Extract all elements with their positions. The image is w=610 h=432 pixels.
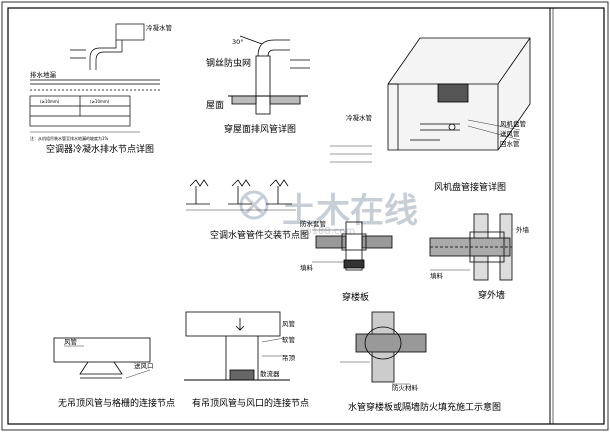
detail-roof-duct — [228, 35, 310, 115]
ahu-label-4: 冷凝水管 — [346, 113, 373, 122]
ahu-caption: 风机盘管接管详图 — [434, 181, 506, 193]
condensate-note: 注：从机组吊装水管至排水地漏的坡度为1% — [30, 135, 109, 141]
detail-pipe-cross — [186, 179, 296, 211]
roof-duct-label-3: 屋面 — [206, 100, 224, 111]
ahu-label-1: 风机盘管 — [500, 119, 527, 128]
roof-duct-label-1: 30° — [232, 38, 244, 46]
ceiling-outlet-label-2: 软管 — [282, 335, 296, 344]
condensate-label-4: (≥10mm) — [90, 99, 110, 104]
detail-ceiling-duct — [53, 337, 151, 379]
pipe-cross-caption: 空调水管管件交装节点图 — [210, 229, 309, 241]
watermark-sub: co188.com — [300, 226, 355, 237]
ceiling-outlet-label-1: 风管 — [282, 319, 296, 328]
ceiling-outlet-label-3: 吊顶 — [282, 354, 296, 362]
detail-floor-slab — [312, 221, 393, 271]
detail-fire-wall — [340, 311, 427, 385]
roof-duct-caption: 穿屋面排风管详图 — [224, 123, 296, 135]
detail-ceiling-outlet — [184, 311, 290, 381]
condensate-label-3: (≥10mm) — [40, 99, 60, 104]
watermark: 土木在线 co188.com — [239, 190, 418, 237]
roof-duct-label-2: 钢丝防虫网 — [206, 57, 251, 69]
floor-slab-label-1: 防水套管 — [300, 219, 327, 228]
ext-wall-caption: 穿外墙 — [478, 289, 505, 301]
detail-ahu — [330, 37, 531, 163]
detail-condensate — [29, 23, 160, 133]
condensate-label-2: 排水地漏 — [30, 70, 57, 79]
floor-slab-label-2: 填料 — [300, 263, 314, 272]
condensate-label-1: 冷凝水管 — [146, 23, 173, 32]
floor-slab-caption: 穿楼板 — [342, 291, 369, 303]
condensate-caption: 空调器冷凝水排水节点详图 — [46, 143, 154, 155]
ahu-label-3: 回水管 — [500, 139, 520, 148]
watermark-main: 土木在线 — [282, 191, 418, 231]
ahu-label-2: 送风管 — [500, 129, 520, 138]
ext-wall-label-1: 外墙 — [516, 225, 530, 234]
ceiling-outlet-label-4: 散流器 — [260, 369, 280, 378]
fire-wall-caption: 水管穿楼板或隔墙防火填充施工示意图 — [348, 401, 501, 413]
ceiling-outlet-caption: 有吊顶风管与风口的连接节点 — [192, 397, 309, 409]
fire-wall-label-1: 防火材料 — [392, 383, 419, 392]
ext-wall-label-2: 填料 — [430, 271, 444, 280]
ceiling-duct-label-2: 送风口 — [134, 361, 154, 370]
ceiling-duct-caption: 无吊顶风管与格栅的连接节点 — [58, 397, 175, 409]
detail-ext-wall — [429, 213, 513, 281]
ceiling-duct-label-1: 风管 — [64, 337, 78, 346]
